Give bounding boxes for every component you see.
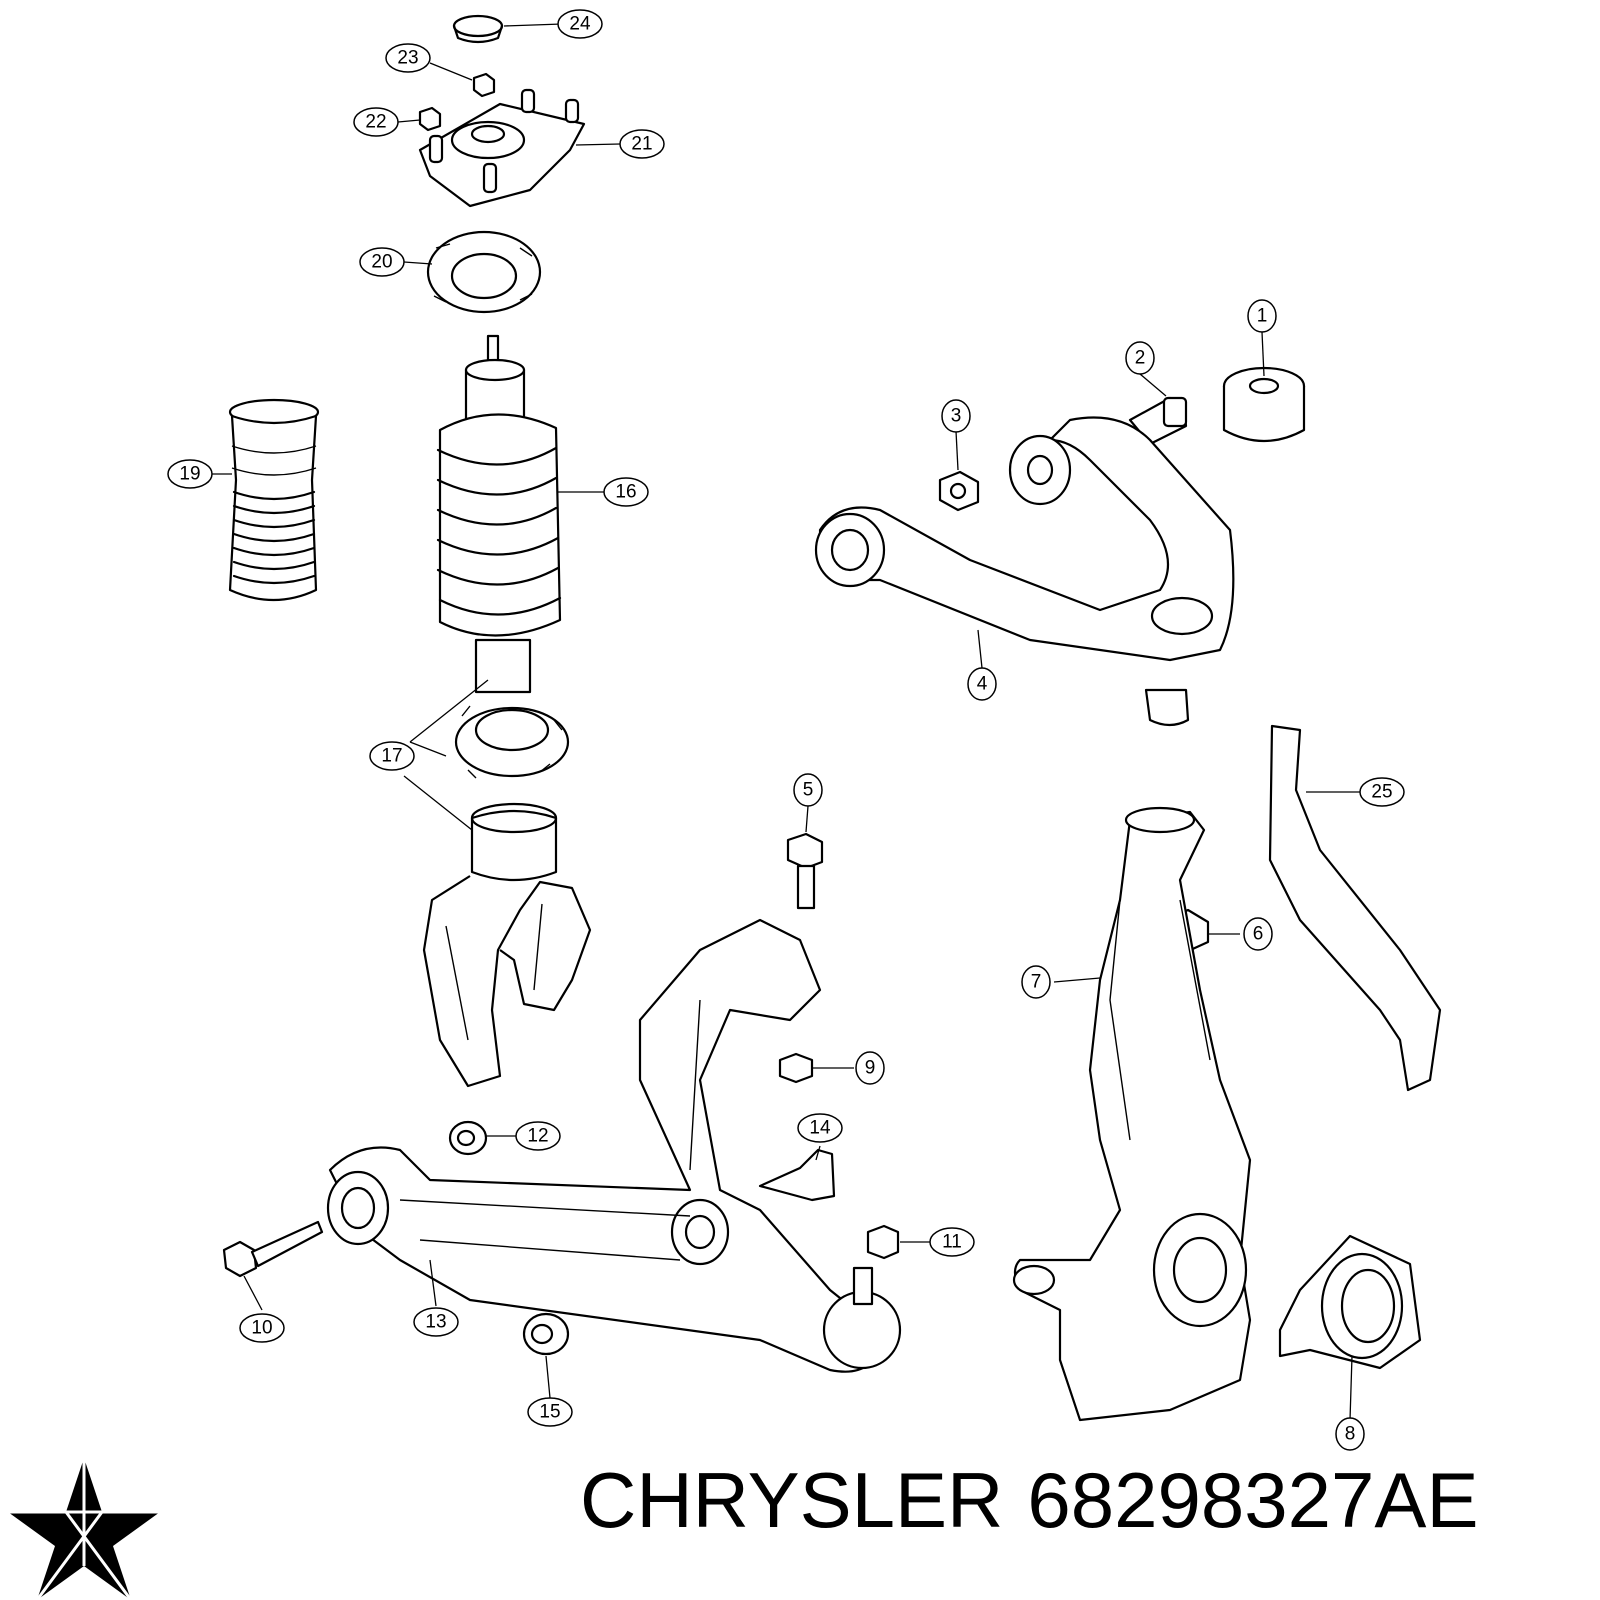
svg-text:19: 19	[179, 464, 200, 485]
part-1-bushing	[1222, 366, 1306, 443]
callout-10: 10	[239, 1313, 285, 1343]
callout-14: 14	[797, 1113, 843, 1143]
part-3-nut	[938, 470, 980, 512]
callout-19: 19	[167, 459, 213, 489]
part-10-bolt	[222, 1220, 324, 1278]
part-21-strut-mount	[418, 88, 586, 208]
svg-text:17: 17	[381, 746, 402, 767]
callout-3: 3	[941, 399, 971, 433]
svg-text:25: 25	[1371, 782, 1392, 803]
callout-8: 8	[1335, 1417, 1365, 1451]
svg-text:1: 1	[1257, 306, 1268, 327]
part-24-cap	[452, 14, 504, 44]
svg-text:8: 8	[1345, 1424, 1356, 1445]
part-23-nut	[472, 72, 496, 98]
svg-text:6: 6	[1253, 924, 1264, 945]
part-8-tone-ring	[1278, 1234, 1422, 1370]
chrysler-pentastar-icon	[8, 1458, 160, 1600]
callout-5: 5	[793, 773, 823, 807]
leader-lines	[211, 23, 1360, 1421]
svg-text:13: 13	[425, 1312, 446, 1333]
part-25-bracket	[1268, 724, 1442, 1092]
svg-text:16: 16	[615, 482, 636, 503]
callout-1: 1	[1247, 299, 1277, 333]
svg-text:24: 24	[569, 14, 591, 35]
part-16-coil-spring-strut	[436, 334, 562, 694]
svg-text:11: 11	[942, 1232, 962, 1253]
svg-text:21: 21	[631, 134, 652, 155]
callout-16: 16	[603, 477, 649, 507]
part-7-steering-knuckle	[1012, 806, 1252, 1422]
svg-text:4: 4	[977, 674, 988, 695]
svg-text:2: 2	[1135, 348, 1146, 369]
callout-6: 6	[1243, 917, 1273, 951]
svg-text:14: 14	[809, 1118, 831, 1139]
svg-text:10: 10	[251, 1318, 272, 1339]
part-15-nut	[522, 1312, 570, 1356]
callout-24: 24	[557, 9, 603, 39]
part-4-upper-control-arm	[814, 416, 1235, 727]
callout-7: 7	[1021, 965, 1051, 999]
callout-12: 12	[515, 1121, 561, 1151]
brand-name: CHRYSLER	[580, 1456, 1004, 1544]
callout-25: 25	[1359, 777, 1405, 807]
brand-caption: CHRYSLER 68298327AE	[580, 1440, 1590, 1560]
callout-15: 15	[527, 1397, 573, 1427]
part-17-strut-clevis	[422, 802, 592, 1088]
part-17-lower-isolator	[454, 705, 570, 779]
callout-13: 13	[413, 1307, 459, 1337]
callout-23: 23	[385, 43, 431, 73]
svg-text:5: 5	[803, 780, 814, 801]
part-19-dust-boot	[228, 398, 320, 602]
part-5-bolt	[786, 832, 824, 910]
callout-20: 20	[359, 247, 405, 277]
callout-4: 4	[967, 667, 997, 701]
callout-2: 2	[1125, 341, 1155, 375]
svg-text:20: 20	[371, 252, 392, 273]
part-20-spring-isolator	[426, 230, 542, 314]
svg-text:15: 15	[539, 1402, 560, 1423]
svg-text:23: 23	[397, 48, 418, 69]
part-12-nut	[448, 1120, 488, 1156]
svg-text:12: 12	[527, 1126, 548, 1147]
svg-text:22: 22	[365, 112, 386, 133]
callout-11: 11	[929, 1227, 975, 1257]
part-13-lower-control-arm	[326, 918, 902, 1373]
part-14-sensor	[758, 1148, 836, 1202]
svg-text:7: 7	[1031, 972, 1042, 993]
part-11-nut	[866, 1224, 900, 1260]
callout-17: 17	[369, 741, 415, 771]
svg-text:3: 3	[951, 406, 962, 427]
callout-21: 21	[619, 129, 665, 159]
part-number: 68298327AE	[1027, 1456, 1479, 1544]
svg-text:9: 9	[865, 1058, 876, 1079]
part-9-nut	[778, 1052, 814, 1084]
callout-9: 9	[855, 1051, 885, 1085]
part-22-nut	[418, 106, 442, 132]
callout-22: 22	[353, 107, 399, 137]
